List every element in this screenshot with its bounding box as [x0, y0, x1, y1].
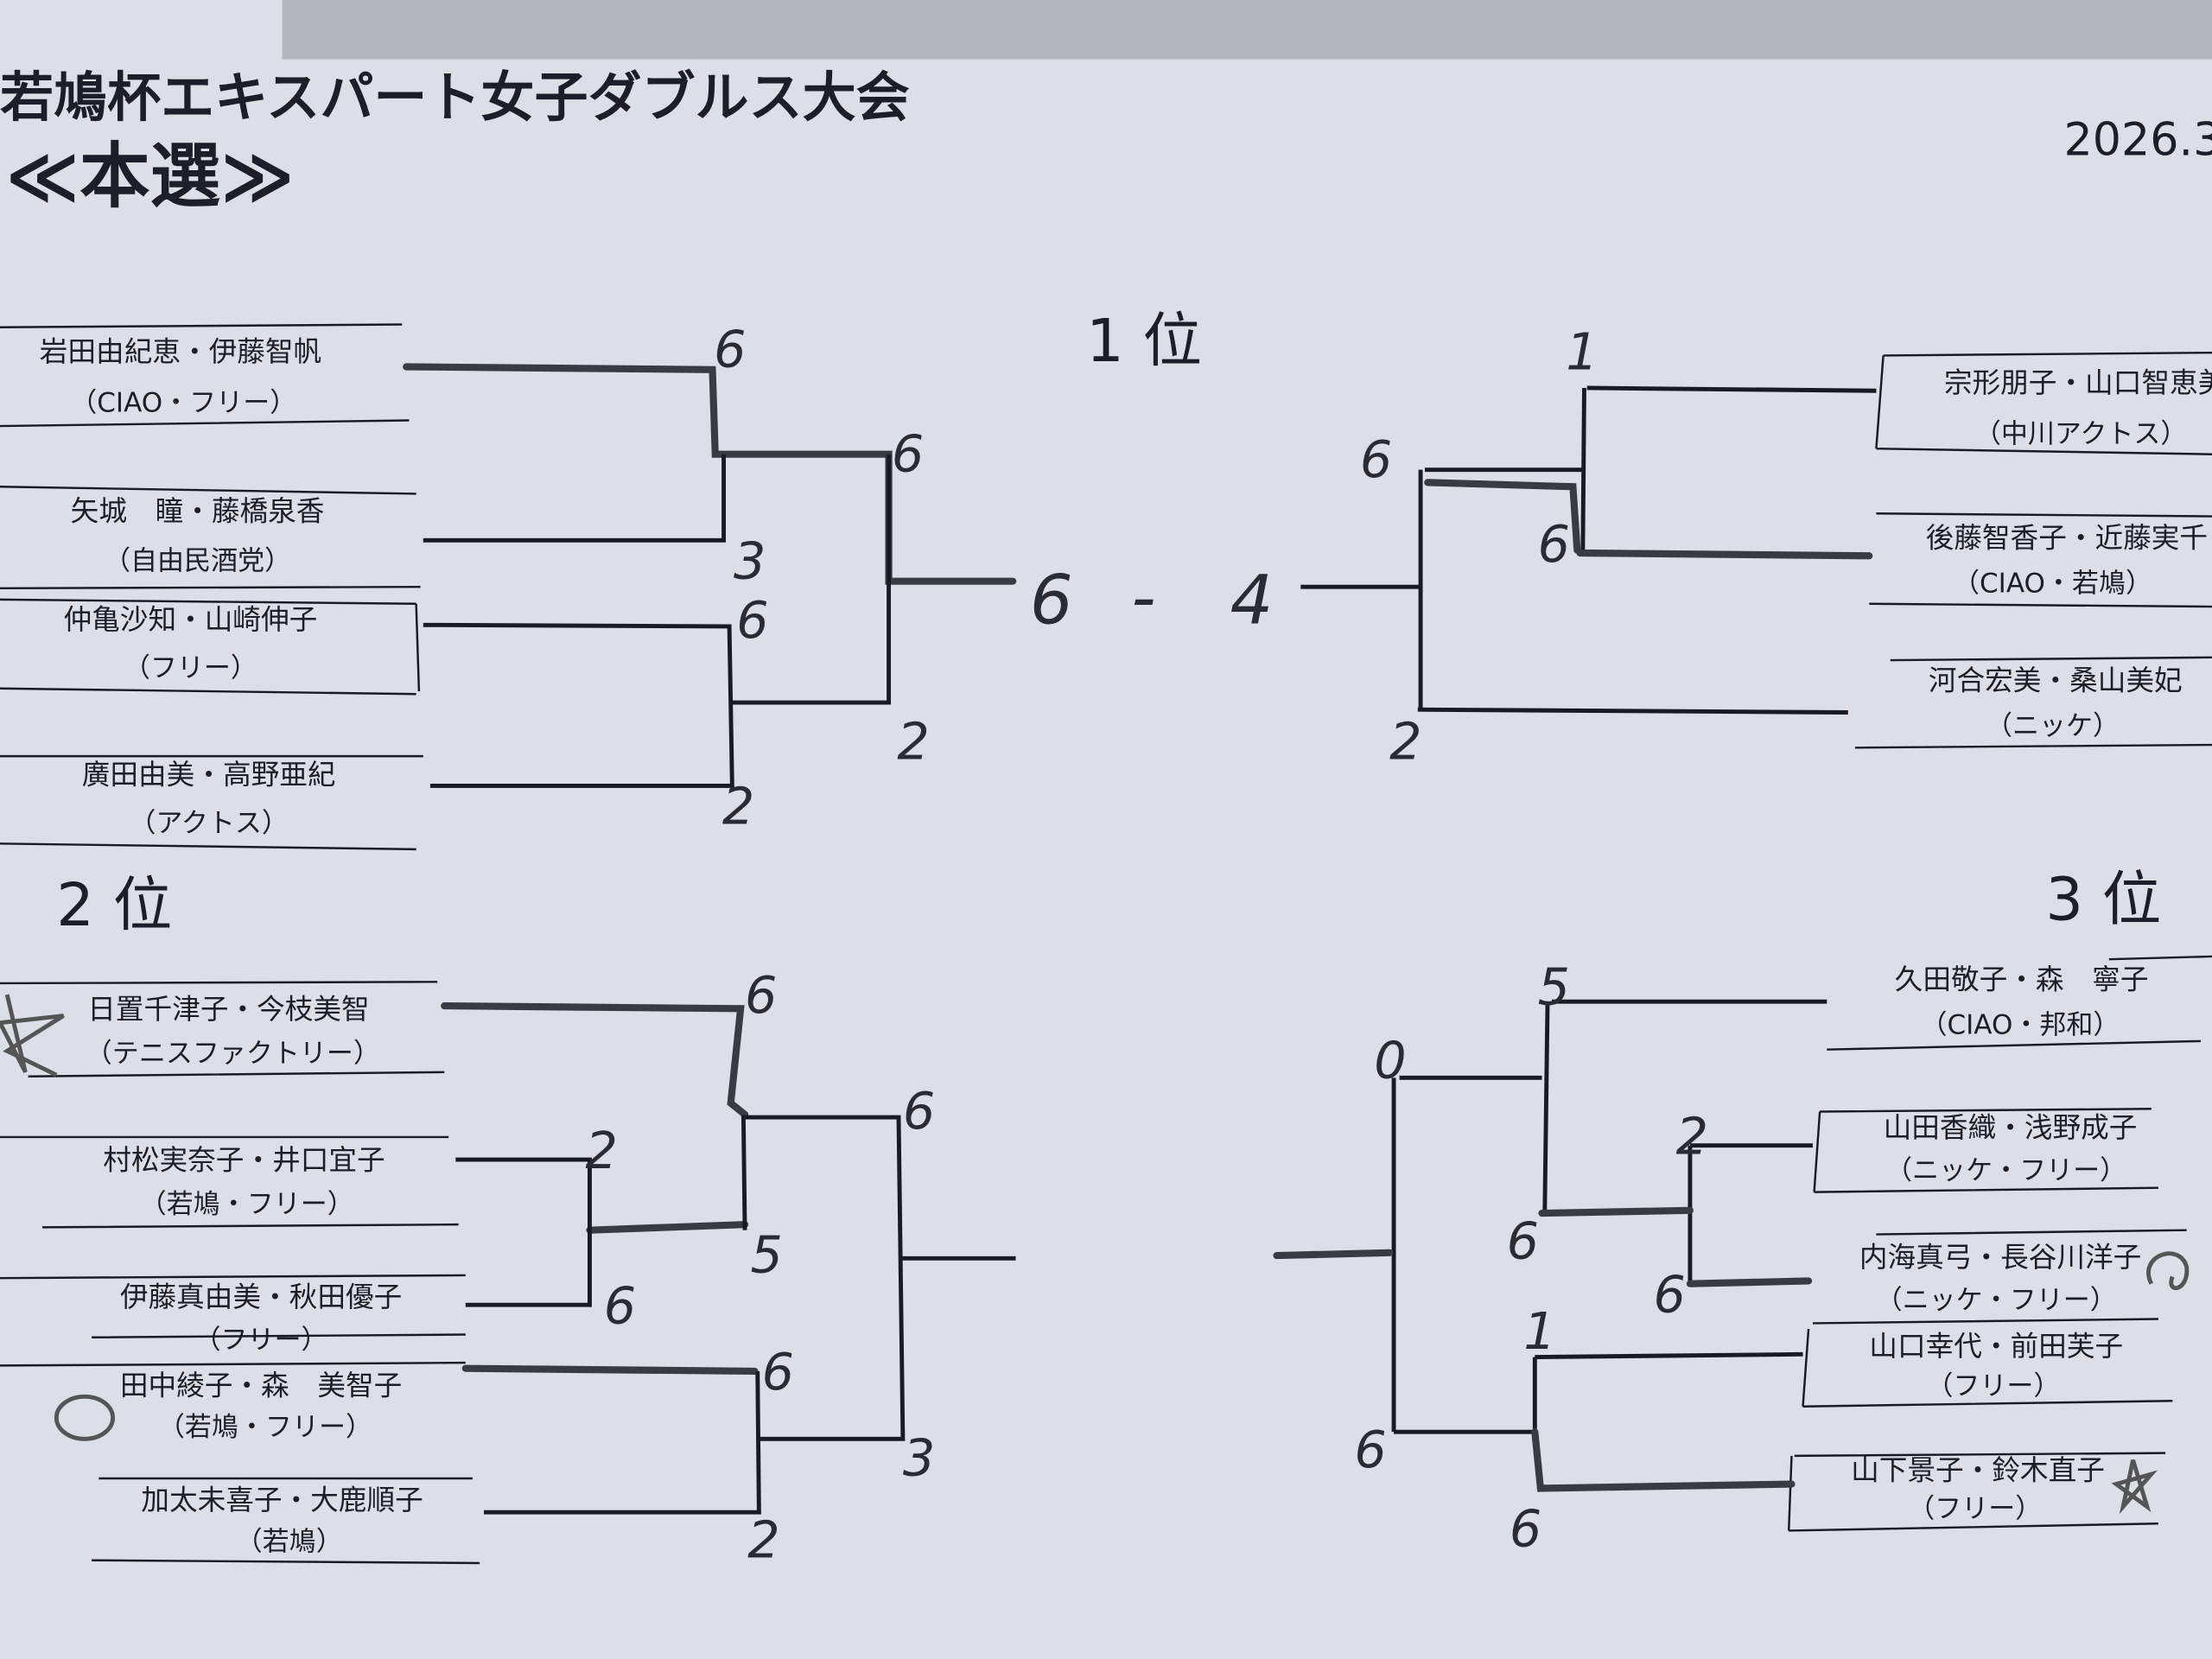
team-club: （テニスファクトリー） — [86, 1038, 380, 1069]
page-title: 若鳩杯エキスパート女子ダブルス大会 — [0, 66, 910, 129]
score: 5 — [1538, 957, 1570, 1016]
team-club: （フリー） — [1926, 1371, 2060, 1402]
score: 6 — [1653, 1264, 1685, 1324]
group-1-right-scores: 1 6 6 2 — [1360, 322, 1599, 772]
group-2-scores: 6 2 6 5 6 6 2 3 — [586, 965, 936, 1569]
rank-3-label: 3 位 — [2045, 865, 2161, 934]
score: 2 — [897, 711, 929, 771]
team-club: （ニッケ・フリー） — [1876, 1285, 2117, 1316]
team-name: 加太未喜子・大鹿順子 — [141, 1484, 423, 1516]
circle-mark-icon — [2146, 1251, 2190, 1291]
team-name: 仲亀沙知・山崎伸子 — [64, 603, 318, 636]
team-club: （若鳩・フリー） — [158, 1412, 372, 1443]
team-club: （若鳩・フリー） — [140, 1189, 354, 1220]
score: 0 — [1374, 1030, 1406, 1090]
group-2-teams: 日置千津子・今枝美智 （テニスファクトリー） 村松実奈子・井口宜子 （若鳩・フリ… — [86, 993, 423, 1558]
team-name: 山口幸代・前田芙子 — [1869, 1330, 2123, 1363]
score: 6 — [762, 1342, 794, 1402]
final-score: 6 - 4 — [1030, 558, 1274, 639]
star-mark-icon — [2111, 1459, 2158, 1515]
score: 1 — [1566, 322, 1598, 382]
team-name: 日置千津子・今枝美智 — [87, 993, 369, 1026]
score: 2 — [722, 776, 754, 836]
score: 6 — [736, 590, 768, 650]
score: 1 — [1523, 1301, 1555, 1361]
page-subtitle: ≪本選≫ — [6, 136, 295, 218]
group-3-teams: 久田敬子・森 寧子 （CIAO・邦和） 山田香織・浅野成子 （ニッケ・フリー） … — [1851, 963, 2148, 1524]
team-name: 山下景子・鈴木直子 — [1851, 1454, 2105, 1487]
star-mark-icon — [0, 994, 65, 1077]
team-club: （若鳩） — [236, 1526, 343, 1557]
group-1-right-teams: 宗形朋子・山口智恵美 （中川アクトス） 後藤智香子・近藤実千 （CIAO・若鳩）… — [1926, 366, 2212, 742]
group-1-left-teams: 岩田由紀恵・伊藤智帆 （CIAO・フリー） 矢城 瞳・藤橋泉香 （自由民酒党） … — [40, 335, 336, 839]
score: 6 — [1354, 1420, 1386, 1479]
score: 6 — [604, 1275, 636, 1335]
team-club: （CIAO・若鳩） — [1953, 569, 2152, 600]
score: 2 — [1676, 1107, 1708, 1166]
team-name: 後藤智香子・近藤実千 — [1926, 521, 2208, 554]
team-name: 内海真弓・長谷川洋子 — [1859, 1241, 2141, 1274]
score: 6 — [745, 965, 777, 1025]
rank-1-label: 1 位 — [1086, 307, 1202, 376]
score: 6 — [1510, 1498, 1541, 1558]
team-name: 廣田由美・高野亜紀 — [82, 759, 336, 791]
team-club: （フリー） — [1908, 1494, 2042, 1525]
final-score-dash: - — [1131, 558, 1155, 637]
score: 3 — [903, 1428, 935, 1488]
team-club: （ニッケ） — [1986, 711, 2120, 742]
final-score-left: 6 — [1030, 562, 1073, 640]
score: 2 — [747, 1510, 779, 1569]
score: 6 — [714, 319, 746, 378]
score: 6 — [1507, 1211, 1539, 1270]
score: 3 — [734, 531, 766, 590]
team-name: 矢城 瞳・藤橋泉香 — [71, 494, 325, 527]
circle-mark-icon — [54, 1394, 116, 1441]
team-club: （自由民酒党） — [104, 546, 291, 577]
group-3-scores: 5 2 6 0 6 1 6 6 — [1354, 957, 1708, 1558]
team-name: 田中綾子・森 美智子 — [120, 1370, 402, 1402]
team-club: （フリー） — [194, 1325, 327, 1356]
team-name: 山田香織・浅野成子 — [1884, 1111, 2138, 1144]
score: 2 — [586, 1121, 618, 1180]
top-shadow — [282, 0, 2212, 60]
team-club: （中川アクトス） — [1974, 419, 2188, 450]
score: 6 — [1538, 514, 1570, 574]
team-name: 伊藤真由美・秋田優子 — [120, 1281, 402, 1313]
score: 2 — [1389, 711, 1421, 771]
team-name: 河合宏美・桑山美妃 — [1929, 664, 2183, 696]
team-club: （CIAO・邦和） — [1920, 1010, 2120, 1041]
team-name: 村松実奈子・井口宜子 — [103, 1143, 385, 1176]
group-3-bracket — [1273, 955, 2212, 1532]
team-name: 岩田由紀恵・伊藤智帆 — [40, 335, 321, 368]
score: 5 — [751, 1225, 783, 1285]
group-1-left-bracket — [0, 323, 1017, 851]
team-club: （アクトス） — [129, 808, 289, 839]
team-name: 宗形朋子・山口智恵美 — [1944, 366, 2212, 399]
score: 6 — [903, 1081, 935, 1141]
group-1-right-bracket — [1300, 351, 2212, 749]
team-club: （フリー） — [124, 653, 257, 684]
team-name: 久田敬子・森 寧子 — [1895, 963, 2149, 995]
team-club: （CIAO・フリー） — [70, 388, 296, 419]
final-score-right: 4 — [1230, 562, 1274, 640]
rank-2-label: 2 位 — [56, 871, 172, 940]
group-1-left-scores: 6 3 6 2 6 2 — [714, 319, 930, 836]
team-club: （ニッケ・フリー） — [1885, 1155, 2126, 1186]
group-2-bracket — [0, 981, 1016, 1565]
score: 6 — [1360, 429, 1392, 489]
score: 6 — [892, 423, 924, 483]
date: 2026.3 — [2064, 115, 2212, 167]
